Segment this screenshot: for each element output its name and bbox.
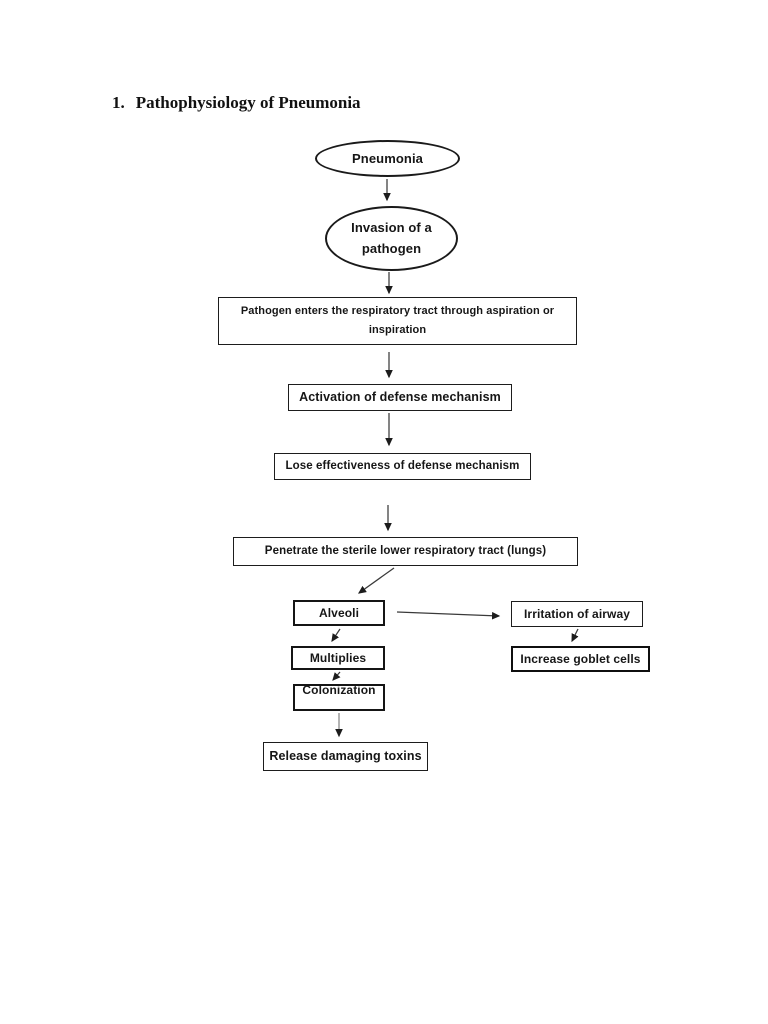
page-title: 1. Pathophysiology of Pneumonia: [112, 93, 361, 113]
node-label: Colonization: [302, 683, 376, 697]
arrow-alveoli-to-irritation: [396, 611, 501, 620]
node-label-line: pathogen: [361, 240, 422, 256]
flowchart-node-pneumonia: Pneumonia: [315, 140, 460, 177]
node-label-line: Pathogen enters the respiratory tract th…: [240, 305, 555, 318]
flowchart-node-release-damaging-toxins: Release damaging toxins: [263, 742, 428, 771]
flowchart-node-pathogen-enters-respiratory-tract: Pathogen enters the respiratory tract th…: [218, 297, 577, 345]
flowchart-node-activation-of-defense-mechanism: Activation of defense mechanism: [288, 384, 512, 411]
flowchart-node-increase-goblet-cells: Increase goblet cells: [511, 646, 650, 672]
heading-number: 1.: [112, 93, 125, 112]
node-label: Pneumonia: [352, 150, 423, 166]
node-label: Activation of defense mechanism: [299, 390, 501, 405]
node-label: Alveoli: [318, 605, 360, 620]
heading-text: Pathophysiology of Pneumonia: [135, 93, 361, 112]
flowchart-node-penetrate-lower-respiratory-tract: Penetrate the sterile lower respiratory …: [233, 537, 578, 566]
flowchart-node-multiplies: Multiplies: [291, 646, 385, 670]
node-label: Increase goblet cells: [520, 651, 641, 666]
flowchart-node-lose-effectiveness-of-defense-mechanism: Lose effectiveness of defense mechanism: [274, 453, 531, 480]
node-label: Penetrate the sterile lower respiratory …: [264, 544, 547, 557]
node-label-line: Invasion of a: [351, 219, 432, 235]
flowchart-node-irritation-of-airway: Irritation of airway: [511, 601, 643, 627]
arrow-alveoli-to-multiplies: [331, 628, 341, 642]
node-label: Release damaging toxins: [269, 749, 422, 764]
node-label: Irritation of airway: [523, 606, 631, 621]
arrow-multiplies-to-colonization: [332, 671, 341, 681]
arrow-penetrate-to-alveoli: [358, 567, 395, 594]
node-label-line: inspiration: [368, 324, 427, 336]
flowchart-node-invasion-of-a-pathogen: Invasion of a pathogen: [325, 206, 458, 271]
node-label: Lose effectiveness of defense mechanism: [285, 459, 520, 472]
flowchart-node-alveoli: Alveoli: [293, 600, 385, 626]
node-label: Multiplies: [309, 650, 367, 665]
flowchart-node-colonization: Colonization: [293, 684, 385, 711]
arrow-irritation-to-goblet: [571, 628, 579, 643]
